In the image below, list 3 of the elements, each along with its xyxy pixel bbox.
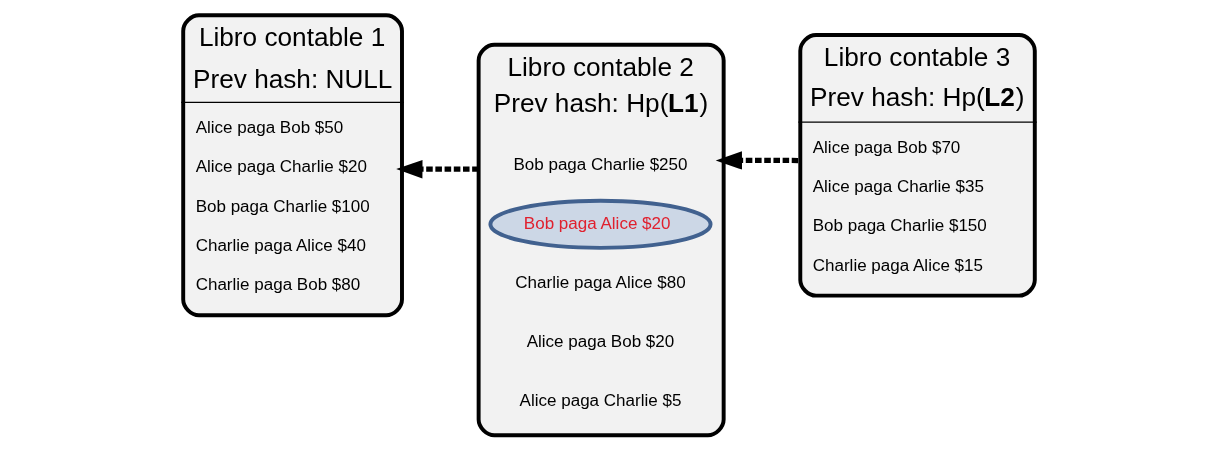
arrow [715,151,799,170]
arrow [396,160,479,179]
node-ellipse: Bob paga Alice $20 [488,198,713,250]
